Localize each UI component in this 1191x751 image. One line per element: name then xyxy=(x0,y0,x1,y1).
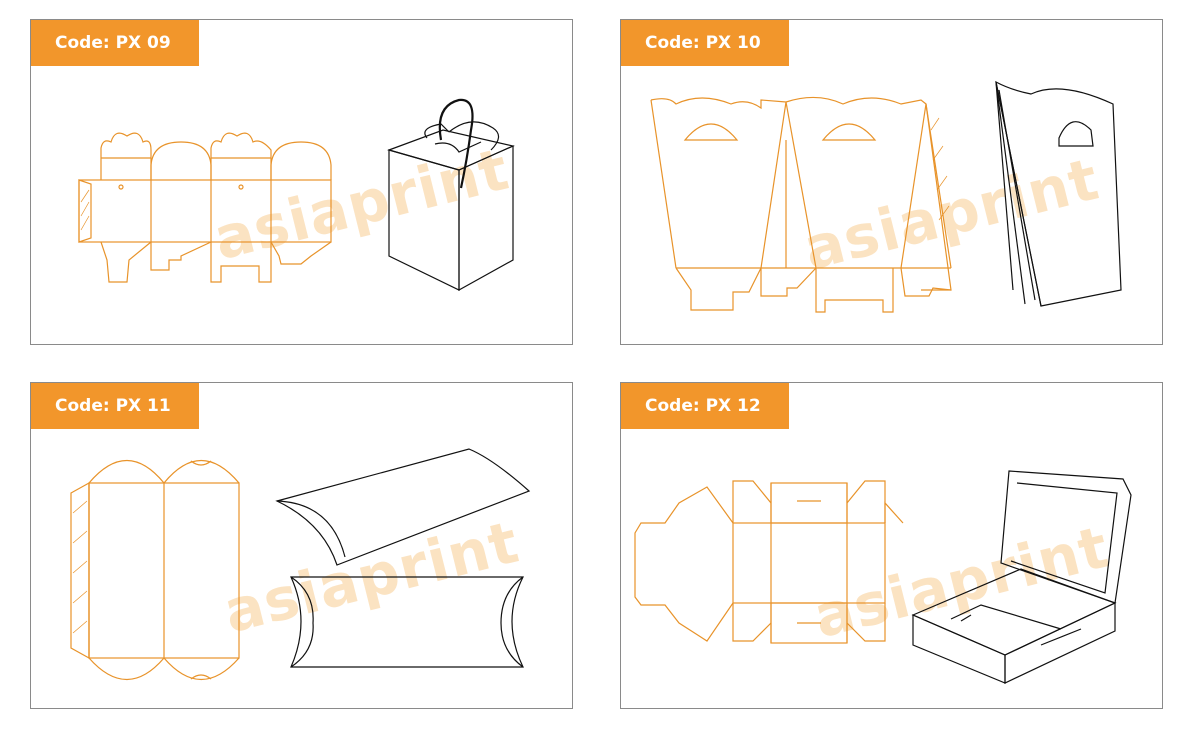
product-code-label: Code: PX 10 xyxy=(621,20,789,66)
dieline-template xyxy=(634,480,904,644)
dieline-template xyxy=(70,460,240,680)
product-panel-px11[interactable]: Code: PX 11 asiaprint xyxy=(30,382,573,709)
pillow-box-diagram xyxy=(70,448,531,680)
glue-area-hatching xyxy=(72,500,88,634)
gift-box-diagram xyxy=(78,98,515,292)
product-panel-px10[interactable]: Code: PX 10 asiaprint xyxy=(620,19,1163,345)
glue-area-hatching xyxy=(80,189,90,231)
glue-area-hatching xyxy=(930,117,950,221)
assembled-box xyxy=(387,98,515,292)
assembled-pillow-box xyxy=(275,448,531,668)
assembled-bag xyxy=(995,80,1122,307)
product-code-label: Code: PX 09 xyxy=(31,20,199,66)
carry-bag-diagram xyxy=(650,80,1122,313)
mailer-box-diagram xyxy=(634,470,1132,684)
product-code-label: Code: PX 11 xyxy=(31,383,199,429)
dieline-template xyxy=(78,132,332,283)
dieline-template xyxy=(650,96,952,313)
product-panel-px12[interactable]: Code: PX 12 asiaprint xyxy=(620,382,1163,709)
product-code-label: Code: PX 12 xyxy=(621,383,789,429)
assembled-mailer-box xyxy=(911,470,1132,684)
product-panel-px09[interactable]: Code: PX 09 asiaprint xyxy=(30,19,573,345)
